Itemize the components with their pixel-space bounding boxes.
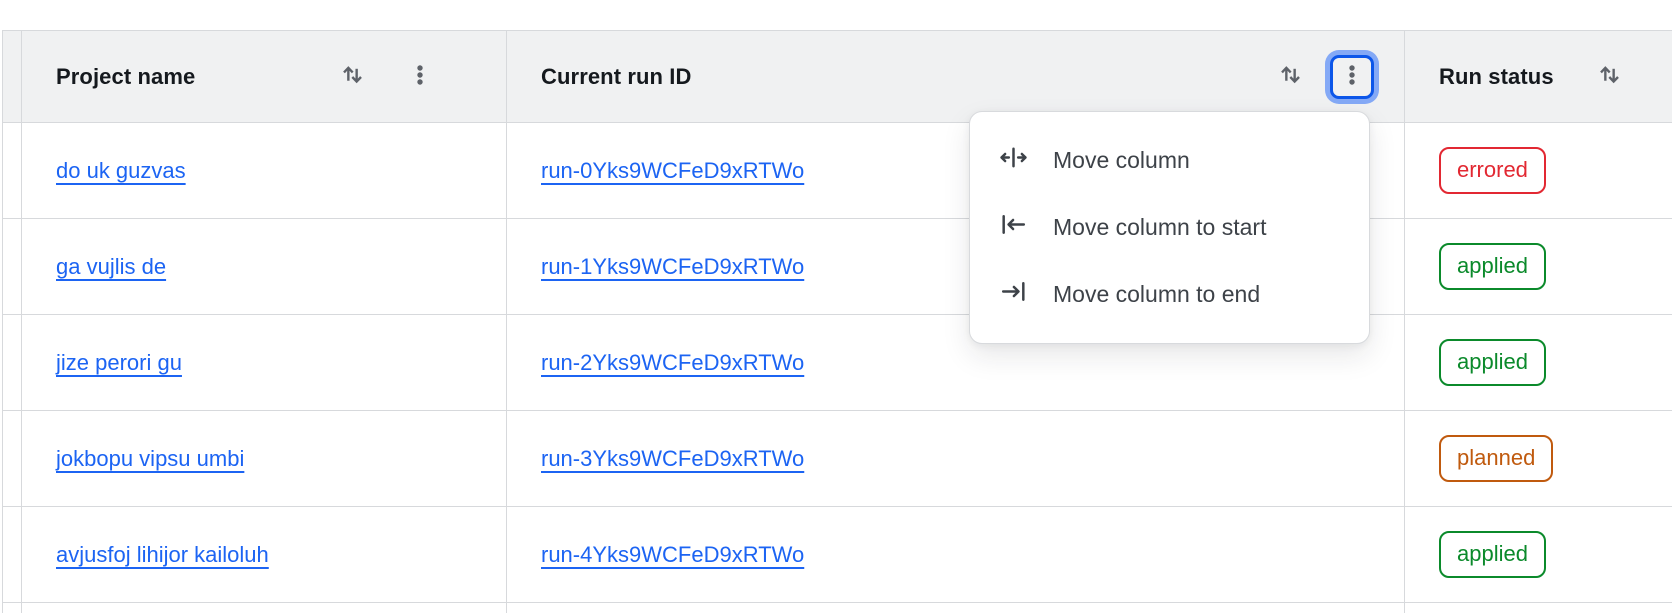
header-cell-stub (3, 31, 21, 122)
status-badge: applied (1439, 339, 1546, 386)
sort-arrows-icon[interactable] (1277, 61, 1304, 93)
table-row: ga vujlis de run-1Yks9WCFeD9xRTWo applie… (3, 219, 1672, 315)
status-badge: applied (1439, 243, 1546, 290)
menu-item-label: Move column to start (1053, 214, 1267, 240)
run-id-column-menu-button-active[interactable] (1330, 54, 1374, 99)
project-link[interactable]: jize perori gu (56, 349, 182, 375)
run-id-link[interactable]: run-2Yks9WCFeD9xRTWo (541, 349, 805, 375)
table-row: jokbopu vipsu umbi run-3Yks9WCFeD9xRTWo … (3, 411, 1672, 507)
status-badge: errored (1439, 147, 1546, 194)
status-badge: applied (1439, 531, 1546, 578)
run-id-link[interactable]: run-3Yks9WCFeD9xRTWo (541, 445, 805, 471)
run-id-link[interactable]: run-4Yks9WCFeD9xRTWo (541, 541, 805, 567)
table-row: do uk guzvas run-0Yks9WCFeD9xRTWo errore… (3, 123, 1672, 219)
menu-item-label: Move column to end (1053, 281, 1261, 307)
move-column-to-end-icon (998, 276, 1029, 313)
table-row-partial (3, 603, 1672, 613)
table-header-row: Project name Current r (3, 31, 1672, 123)
move-column-to-start-icon (998, 209, 1029, 246)
project-link[interactable]: do uk guzvas (56, 157, 186, 183)
column-title-current-run-id: Current run ID (541, 63, 692, 89)
project-column-menu-button[interactable] (398, 55, 442, 99)
table-row: jize perori gu run-2Yks9WCFeD9xRTWo appl… (3, 315, 1672, 411)
menu-item-move-column-to-end[interactable]: Move column to end (970, 261, 1369, 328)
project-link[interactable]: jokbopu vipsu umbi (56, 445, 245, 471)
column-title-run-status: Run status (1439, 63, 1554, 89)
move-column-icon (998, 142, 1029, 179)
menu-item-move-column-to-start[interactable]: Move column to start (970, 194, 1369, 261)
column-options-menu: Move column Move column to start Move co… (969, 111, 1370, 344)
sort-arrows-icon[interactable] (339, 61, 366, 93)
projects-table: Project name Current r (2, 30, 1672, 613)
run-id-link[interactable]: run-1Yks9WCFeD9xRTWo (541, 253, 805, 279)
header-cell-project-name: Project name (21, 31, 506, 122)
kebab-menu-icon (1339, 62, 1365, 91)
status-badge: planned (1439, 435, 1554, 482)
header-cell-current-run-id: Current run ID (506, 31, 1404, 122)
kebab-menu-icon (407, 62, 433, 91)
project-link[interactable]: ga vujlis de (56, 253, 167, 279)
run-id-link[interactable]: run-0Yks9WCFeD9xRTWo (541, 157, 805, 183)
sort-arrows-icon[interactable] (1596, 61, 1623, 93)
menu-item-move-column[interactable]: Move column (970, 127, 1369, 194)
table-row: avjusfoj lihijor kailoluh run-4Yks9WCFeD… (3, 507, 1672, 603)
menu-item-label: Move column (1053, 147, 1190, 173)
column-title-project-name: Project name (56, 63, 196, 89)
header-cell-run-status: Run status (1404, 31, 1672, 122)
project-link[interactable]: avjusfoj lihijor kailoluh (56, 541, 269, 567)
